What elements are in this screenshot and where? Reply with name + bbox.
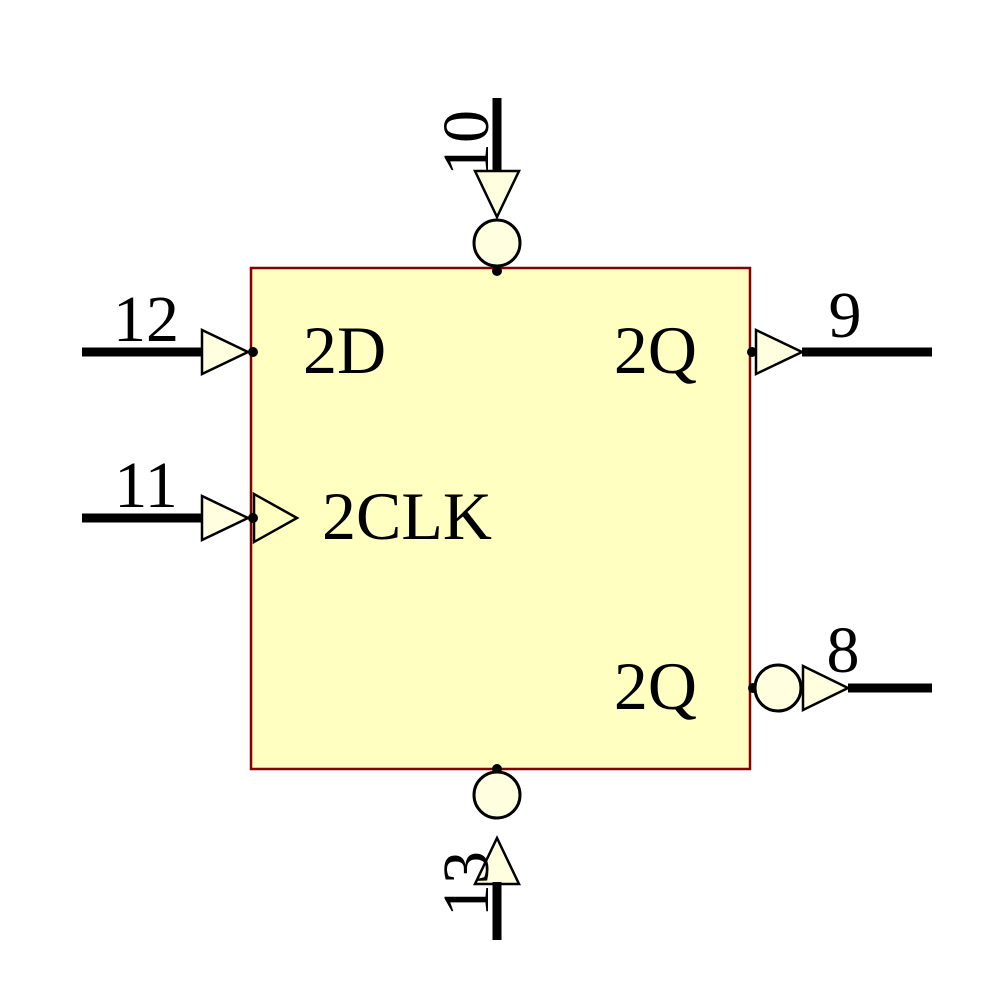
pin-10[interactable]: 10 (430, 98, 522, 276)
pin-8-inversion-bubble-icon (753, 663, 803, 713)
clock-edge-icon (252, 491, 300, 545)
pin-11[interactable]: 11 2CLK (82, 449, 492, 554)
pin-8[interactable]: 8 2Q (614, 614, 932, 724)
pin-9[interactable]: 9 2Q (614, 279, 932, 388)
pin-8-label: 2Q (614, 648, 697, 724)
pin-11-number: 11 (114, 449, 178, 522)
pin-9-label: 2Q (614, 312, 697, 388)
pin-10-inversion-bubble-icon (472, 218, 522, 268)
symbol-body[interactable] (249, 266, 752, 771)
pin-12-arrowhead-icon (200, 328, 251, 376)
pin-11-label: 2CLK (322, 478, 492, 554)
pin-12-number: 12 (113, 283, 179, 356)
pin-11-arrowhead-icon (200, 494, 251, 542)
pin-9-arrowhead-icon (754, 328, 805, 376)
pin-13-number: 13 (430, 851, 503, 917)
pin-9-connection-dot (747, 347, 757, 357)
pin-8-number: 8 (827, 614, 860, 687)
pin-8-arrowhead-icon (801, 663, 851, 713)
pin-13[interactable]: 13 (430, 764, 522, 940)
pin-10-connection-dot (492, 266, 502, 276)
pin-10-arrowhead-icon (473, 169, 521, 220)
pin-13-inversion-bubble-icon (472, 770, 522, 820)
pin-9-number: 9 (829, 279, 862, 352)
pin-12-label: 2D (303, 312, 386, 388)
pin-12[interactable]: 12 2D (82, 283, 386, 388)
pin-10-number: 10 (430, 110, 503, 176)
pin-12-connection-dot (248, 347, 258, 357)
